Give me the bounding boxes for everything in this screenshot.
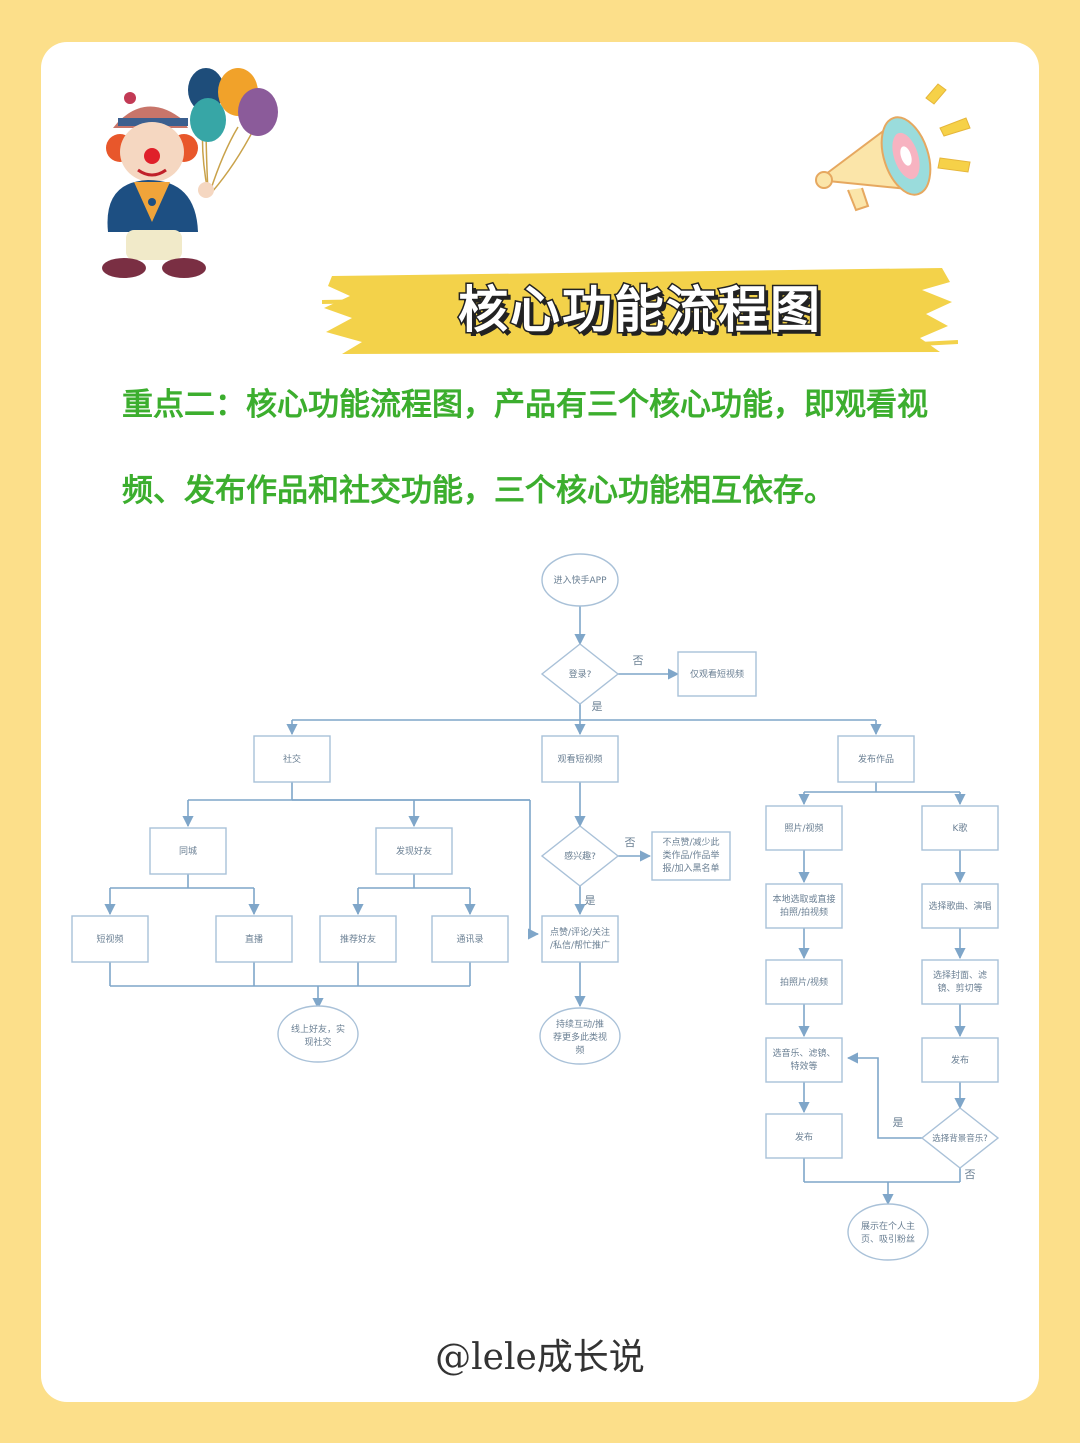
node-keep-recommend-line-1: 持续互动/推 xyxy=(556,1018,604,1030)
page-title: 核心功能流程图 xyxy=(457,280,822,341)
intro-paragraph: 重点二：核心功能流程图，产品有三个核心功能，即观看视频、发布作品和社交功能，三个… xyxy=(122,387,928,509)
node-interested-decision: 感兴趣? xyxy=(564,850,596,862)
node-social: 社交 xyxy=(283,753,301,765)
node-login-decision: 登录? xyxy=(569,669,592,680)
node-short-video: 短视频 xyxy=(96,933,123,945)
node-live: 直播 xyxy=(245,933,263,945)
node-keep-recommend-line-3: 频 xyxy=(575,1044,584,1056)
node-publish-karaoke: 发布 xyxy=(951,1054,969,1066)
node-find-friends: 发现好友 xyxy=(396,845,432,857)
label-login-no: 否 xyxy=(633,654,644,667)
clown-with-balloons-icon xyxy=(102,68,278,278)
label-bgm-no: 否 xyxy=(965,1168,976,1181)
label-interested-no: 否 xyxy=(625,836,636,849)
node-publish: 发布作品 xyxy=(858,753,894,765)
author-handle: @lele成长说 xyxy=(435,1337,645,1378)
label-interested-yes: 是 xyxy=(585,894,596,907)
node-local-select-line-2: 拍照/拍视频 xyxy=(780,906,828,918)
node-choose-song: 选择歌曲、演唱 xyxy=(928,900,991,912)
node-photo-video: 照片/视频 xyxy=(784,822,823,834)
node-shoot: 拍照片/视频 xyxy=(780,976,828,988)
label-bgm-yes: 是 xyxy=(893,1116,904,1129)
node-interact-line-1: 点赞/评论/关注 xyxy=(550,926,610,938)
node-recommend-friends: 推荐好友 xyxy=(340,933,376,945)
node-dislike-line-1: 不点赞/减少此 xyxy=(662,836,719,848)
content-card xyxy=(41,42,1039,1402)
node-dislike-line-2: 类作品/作品举 xyxy=(662,849,719,861)
node-view-only: 仅观看短视频 xyxy=(690,668,744,680)
node-music-effects-line-2: 特效等 xyxy=(790,1060,817,1072)
node-keep-recommend-line-2: 荐更多此类视 xyxy=(553,1031,607,1043)
node-profile-line-1: 展示在个人主 xyxy=(861,1220,915,1232)
node-dislike-line-3: 报/加入黑名单 xyxy=(662,862,719,874)
node-cover-filter-line-1: 选择封面、滤 xyxy=(933,969,987,981)
node-offline-line-1: 线上好友，实 xyxy=(291,1023,345,1035)
core-function-flowchart: 进入快手APP 登录? 否 仅观看短视频 是 社交 观看短视频 发布作品 同城 … xyxy=(71,553,1000,1261)
node-contacts: 通讯录 xyxy=(456,934,483,945)
node-profile-line-2: 页、吸引粉丝 xyxy=(861,1233,915,1245)
node-publish-photo: 发布 xyxy=(795,1131,813,1143)
megaphone-icon xyxy=(815,83,971,212)
node-offline-line-2: 现社交 xyxy=(304,1036,331,1048)
node-karaoke: K歌 xyxy=(953,822,968,834)
node-interact-line-2: /私信/帮忙推广 xyxy=(550,939,610,951)
node-start: 进入快手APP xyxy=(553,574,607,586)
label-login-yes: 是 xyxy=(592,700,603,713)
node-local-select-line-1: 本地选取或直接 xyxy=(772,893,835,905)
node-local: 同城 xyxy=(179,846,197,857)
node-music-effects-line-1: 选音乐、滤镜、 xyxy=(772,1047,835,1059)
node-watch: 观看短视频 xyxy=(557,753,602,765)
node-cover-filter-line-2: 镜、剪切等 xyxy=(937,982,982,994)
title-brush-stroke xyxy=(322,268,958,354)
node-bgm-decision: 选择背景音乐? xyxy=(932,1133,988,1144)
